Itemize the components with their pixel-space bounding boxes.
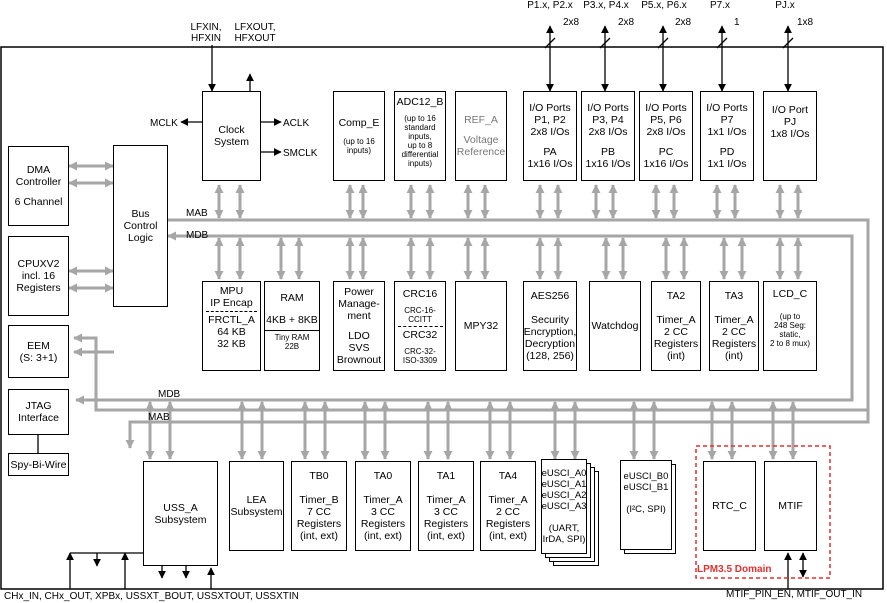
width-p56-label: 2x8 <box>675 17 692 28</box>
crc-block: CRC16 CRC-16- CCITT CRC32 CRC-32- ISO-33… <box>394 281 446 371</box>
lcd-title: LCD_C <box>772 288 808 300</box>
dma-controller: DMA Controller 6 Channel <box>8 146 69 226</box>
crc16-standard: CRC-16- CCITT <box>404 305 436 324</box>
ram-size: 4KB + 8KB <box>266 314 318 326</box>
adc-title: ADC12_B <box>396 96 444 108</box>
adc-inputs: (up to 16 standard inputs, up to 8 diffe… <box>401 114 439 168</box>
io-pin-slash-1 <box>599 37 611 49</box>
adc12-b: ADC12_B (up to 16 standard inputs, up to… <box>394 91 446 181</box>
width-p7-label: 1 <box>734 17 740 28</box>
jtag-interface: JTAG Interface <box>8 389 69 435</box>
timer-ta2: TA2 Timer_A 2 CC Registers (int) <box>651 281 701 371</box>
tiny-ram: Tiny RAM 22B <box>274 333 310 351</box>
mab-bus-wire <box>125 218 870 449</box>
port-p56-label: P5.x, P6.x <box>641 0 687 11</box>
io-pin-slash-2 <box>657 37 669 49</box>
ref-title: REF_A <box>464 114 498 126</box>
ref-a: REF_A Voltage Reference <box>455 91 507 181</box>
uss-pins-label: CHx_IN, CHx_OUT, XPBx, USSXT_BOUT, USSXT… <box>4 591 299 602</box>
frctl-memory: FRCTL_A 64 KB 32 KB <box>208 314 255 350</box>
comp-title: Comp_E <box>338 117 380 129</box>
smclk-label: SMCLK <box>283 148 318 159</box>
bus-control-logic: Bus Control Logic <box>113 145 168 307</box>
eem-mab-link <box>73 333 869 412</box>
port-p34-label: P3.x, P4.x <box>583 0 629 11</box>
aes256: AES256 Security Encryption, Decryption (… <box>523 281 577 371</box>
mdb-label-top: MDB <box>186 230 209 241</box>
io-pb-ports: I/O Ports P3, P4 2x8 I/Os <box>587 102 629 138</box>
chip-boundary <box>0 46 884 590</box>
mpu-title: MPU IP Encap <box>210 285 253 309</box>
clk-out-label: LFXOUT, HFXOUT <box>234 22 276 44</box>
eem-block: EEM (S: 3+1) <box>8 325 69 378</box>
spy-bi-wire: Spy-Bi-Wire <box>8 453 69 476</box>
timer-ta0: TA0 Timer_A 3 CC Registers (int, ext) <box>355 461 411 551</box>
width-p12-label: 2x8 <box>563 17 580 28</box>
io-port-pb: I/O Ports P3, P4 2x8 I/Os PB 1x16 I/Os <box>581 91 635 181</box>
mtif-pins-label: MTIF_PIN_EN, MTIF_OUT_IN <box>726 589 863 600</box>
lcd-c: LCD_C (up to 248 Seg: static, 2 to 8 mux… <box>763 281 817 371</box>
timer-ta1: TA1 Timer_A 3 CC Registers (int, ext) <box>418 461 474 551</box>
io-port-pa: I/O Ports P1, P2 2x8 I/Os PA 1x16 I/Os <box>523 91 577 181</box>
rtc-c: RTC_C <box>703 461 756 551</box>
crc32-standard: CRC-32- ISO-3309 <box>402 346 438 365</box>
port-p7-label: P7.x <box>709 0 730 11</box>
ref-description: Voltage Reference <box>456 134 506 158</box>
pmm-title: Power Manage- ment <box>338 286 380 322</box>
comp-inputs: (up to 16 inputs) <box>343 137 375 155</box>
io-pc-ports: I/O Ports P5, P6 2x8 I/Os <box>645 102 687 138</box>
eusci-b: eUSCI_B0 eUSCI_B1 (I²C, SPI) <box>620 460 672 550</box>
aclk-label: ACLK <box>283 118 310 129</box>
crc16-title: CRC16 <box>402 287 438 300</box>
lpm35-domain-boundary <box>695 445 831 579</box>
io-pa-summary: PA 1x16 I/Os <box>527 146 573 170</box>
io-pin-slash-0 <box>544 37 556 49</box>
mpu-frctl: MPU IP Encap FRCTL_A 64 KB 32 KB <box>202 281 261 371</box>
timer-ta4: TA4 Timer_A 2 CC Registers (int, ext) <box>480 461 536 551</box>
width-pj-label: 1x8 <box>797 17 814 28</box>
ram-title: RAM <box>280 292 304 304</box>
port-p12-label: P1.x, P2.x <box>527 0 573 11</box>
io-pd-ports: I/O Ports P7 1x1 I/Os <box>706 102 748 138</box>
mdb-label-bottom: MDB <box>158 389 181 400</box>
watchdog: Watchdog <box>589 281 641 371</box>
io-pd-summary: PD 1x1 I/Os <box>707 146 747 170</box>
io-port-pd: I/O Ports P7 1x1 I/Os PD 1x1 I/Os <box>700 91 754 181</box>
io-pin-slash-4 <box>782 37 794 49</box>
eusci-a: eUSCI_A0 eUSCI_A1 eUSCI_A2 eUSCI_A3 (UAR… <box>541 459 587 554</box>
mpy32: MPY32 <box>455 281 507 371</box>
dma-channels: 6 Channel <box>14 196 63 208</box>
io-pin-slash-3 <box>716 37 728 49</box>
pmm-features: LDO SVS Brownout <box>336 330 382 366</box>
lpm35-domain-label: LPM3.5 Domain <box>697 564 772 575</box>
mclk-label: MCLK <box>150 118 178 129</box>
mab-label-bottom: MAB <box>148 412 170 423</box>
io-pc-summary: PC 1x16 I/Os <box>643 146 689 170</box>
lea-subsystem: LEA Subsystem <box>229 461 284 551</box>
clock-system: Clock System <box>202 91 261 181</box>
timer-ta3: TA3 Timer_A 2 CC Registers (int) <box>709 281 759 371</box>
cpu-core: CPUXV2 incl. 16 Registers <box>8 236 69 316</box>
width-p34-label: 2x8 <box>618 17 635 28</box>
ram-block: RAM 4KB + 8KB Tiny RAM 22B <box>264 281 320 371</box>
uss-a-subsystem: USS_A Subsystem <box>143 461 218 566</box>
mdb-bus-wire <box>75 234 854 405</box>
port-pj-label: PJ.x <box>775 0 795 11</box>
mtif: MTIF <box>764 461 817 551</box>
timer-tb0: TB0 Timer_B 7 CC Registers (int, ext) <box>291 461 347 551</box>
power-management: Power Manage- ment LDO SVS Brownout <box>333 281 385 371</box>
io-port-pj: I/O Port PJ 1x8 I/Os <box>763 91 817 181</box>
io-pa-ports: I/O Ports P1, P2 2x8 I/Os <box>529 102 571 138</box>
io-pb-summary: PB 1x16 I/Os <box>585 146 631 170</box>
lcd-segments: (up to 248 Seg: static, 2 to 8 mux) <box>769 312 810 348</box>
dma-title: DMA Controller <box>15 164 62 188</box>
io-port-pc: I/O Ports P5, P6 2x8 I/Os PC 1x16 I/Os <box>639 91 693 181</box>
comp-e: Comp_E (up to 16 inputs) <box>333 91 385 181</box>
mab-label-top: MAB <box>186 208 208 219</box>
crc32-title: CRC32 <box>402 328 438 341</box>
clk-in-label: LFXIN, HFXIN <box>190 22 222 44</box>
